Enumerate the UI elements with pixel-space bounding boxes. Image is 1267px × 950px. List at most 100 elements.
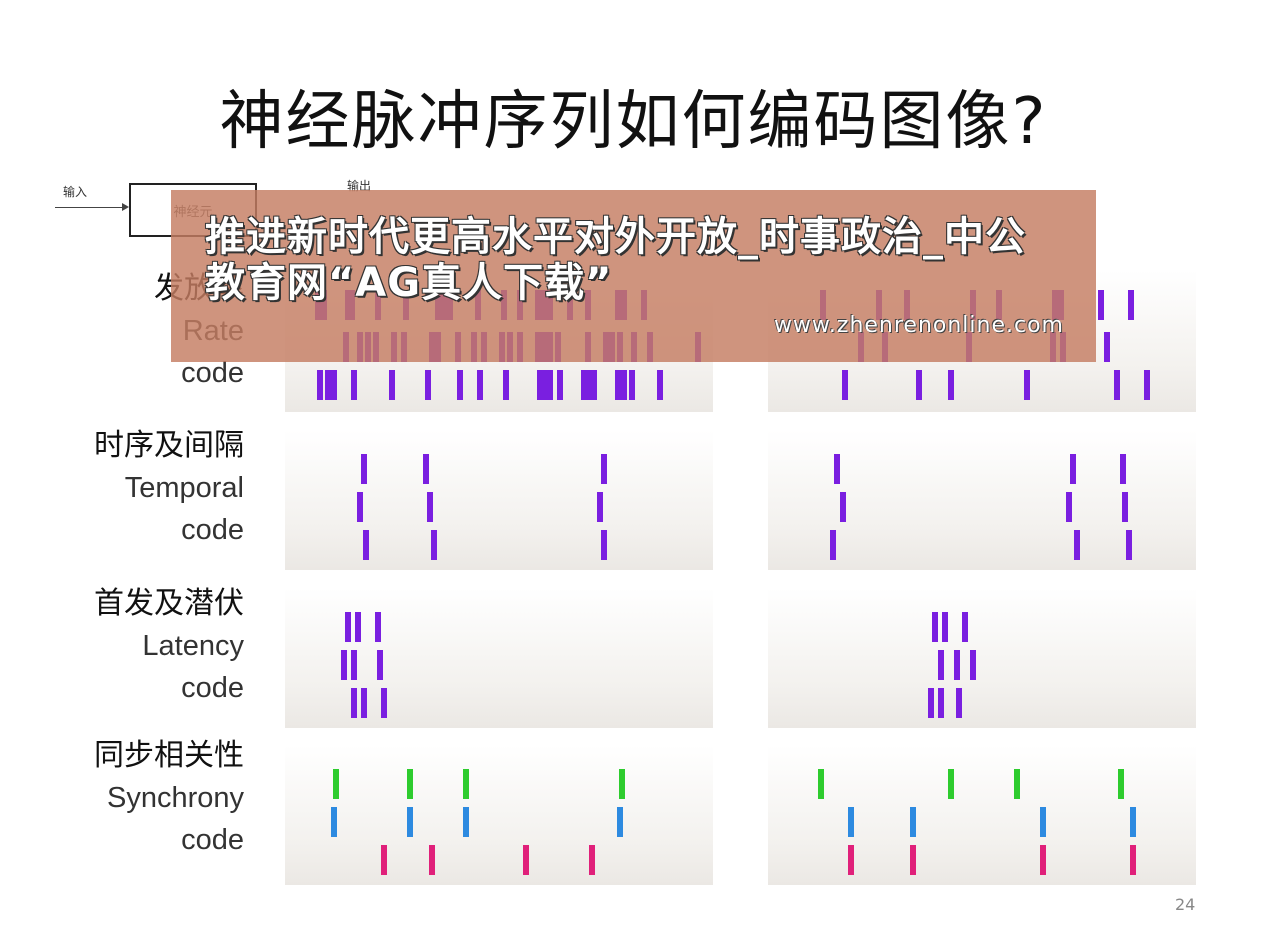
spike-mark — [938, 688, 944, 718]
spike-mark — [1120, 454, 1126, 484]
spike-mark — [910, 807, 916, 837]
spike-mark — [585, 370, 591, 400]
row-label-latency: 首发及潜伏 Latency code — [94, 583, 244, 709]
spike-mark — [325, 370, 331, 400]
spike-mark — [589, 845, 595, 875]
spike-mark — [938, 650, 944, 680]
spike-mark — [948, 769, 954, 799]
spike-mark — [629, 370, 635, 400]
spike-mark — [429, 845, 435, 875]
spike-mark — [1040, 845, 1046, 875]
slide-title: 神经脉冲序列如何编码图像? — [219, 85, 1048, 159]
spike-mark — [425, 370, 431, 400]
spike-mark — [331, 370, 337, 400]
spike-mark — [617, 807, 623, 837]
spike-mark — [523, 845, 529, 875]
spike-mark — [1040, 807, 1046, 837]
spike-mark — [615, 370, 621, 400]
overlay-banner[interactable]: 推进新时代更高水平对外开放_时事政治_中公教育网“AG真人下载” www.zhe… — [171, 190, 1096, 362]
banner-url: www.zhenrenonline.com — [773, 313, 1064, 338]
spike-mark — [1104, 332, 1110, 362]
panel-synchrony-b — [768, 745, 1196, 885]
panel-latency-a — [285, 588, 713, 728]
spike-mark — [317, 370, 323, 400]
spike-mark — [848, 845, 854, 875]
row-label-temporal: 时序及间隔 Temporal code — [94, 425, 244, 551]
spike-mark — [457, 370, 463, 400]
output-label: 输出 — [347, 179, 372, 193]
spike-mark — [1126, 530, 1132, 560]
spike-mark — [1144, 370, 1150, 400]
spike-mark — [848, 807, 854, 837]
row-label-en: code — [181, 514, 244, 546]
spike-mark — [463, 807, 469, 837]
spike-mark — [381, 688, 387, 718]
row-label-en: code — [181, 824, 244, 856]
spike-mark — [477, 370, 483, 400]
spike-mark — [932, 612, 938, 642]
spike-mark — [431, 530, 437, 560]
row-label-zh: 首发及潜伏 — [94, 586, 244, 621]
spike-raster — [830, 454, 1132, 560]
spike-mark — [1118, 769, 1124, 799]
spike-mark — [1114, 370, 1120, 400]
spike-mark — [463, 769, 469, 799]
spike-mark — [1066, 492, 1072, 522]
spike-mark — [916, 370, 922, 400]
spike-mark — [1128, 290, 1134, 320]
spike-mark — [834, 454, 840, 484]
spike-mark — [840, 492, 846, 522]
spike-mark — [351, 370, 357, 400]
spike-mark — [345, 612, 351, 642]
spike-mark — [333, 769, 339, 799]
spike-mark — [956, 688, 962, 718]
row-label-synchrony: 同步相关性 Synchrony code — [94, 735, 244, 861]
spike-mark — [351, 688, 357, 718]
spike-raster — [331, 769, 625, 875]
spike-mark — [357, 492, 363, 522]
spike-mark — [381, 845, 387, 875]
spike-mark — [375, 612, 381, 642]
spike-raster — [357, 454, 607, 560]
row-label-en: code — [181, 357, 244, 389]
spike-mark — [1130, 845, 1136, 875]
banner-title: 推进新时代更高水平对外开放_时事政治_中公教育网“AG真人下载” — [205, 214, 1026, 306]
spike-mark — [503, 370, 509, 400]
spike-mark — [970, 650, 976, 680]
panel-synchrony-a — [285, 745, 713, 885]
spike-mark — [954, 650, 960, 680]
spike-mark — [1014, 769, 1020, 799]
row-label-en: code — [181, 672, 244, 704]
spike-mark — [331, 807, 337, 837]
spike-mark — [423, 454, 429, 484]
spike-mark — [361, 454, 367, 484]
spike-mark — [621, 370, 627, 400]
input-arrow-icon — [55, 203, 129, 211]
panel-temporal-b — [768, 430, 1196, 570]
spike-raster — [341, 612, 387, 718]
panel-temporal-a — [285, 430, 713, 570]
spike-raster — [818, 769, 1136, 875]
row-label-en: Latency — [142, 630, 244, 662]
spike-mark — [818, 769, 824, 799]
spike-mark — [355, 612, 361, 642]
spike-mark — [341, 650, 347, 680]
spike-mark — [962, 612, 968, 642]
spike-mark — [407, 807, 413, 837]
spike-mark — [1024, 370, 1030, 400]
spike-mark — [910, 845, 916, 875]
spike-mark — [541, 370, 547, 400]
spike-mark — [1098, 290, 1104, 320]
spike-mark — [591, 370, 597, 400]
spike-mark — [581, 370, 587, 400]
spike-mark — [351, 650, 357, 680]
page-number: 24 — [1175, 895, 1196, 914]
row-label-zh: 同步相关性 — [94, 738, 244, 773]
spike-mark — [842, 370, 848, 400]
spike-mark — [601, 530, 607, 560]
spike-mark — [657, 370, 663, 400]
spike-raster — [928, 612, 976, 718]
spike-mark — [377, 650, 383, 680]
spike-mark — [547, 370, 553, 400]
spike-mark — [1074, 530, 1080, 560]
